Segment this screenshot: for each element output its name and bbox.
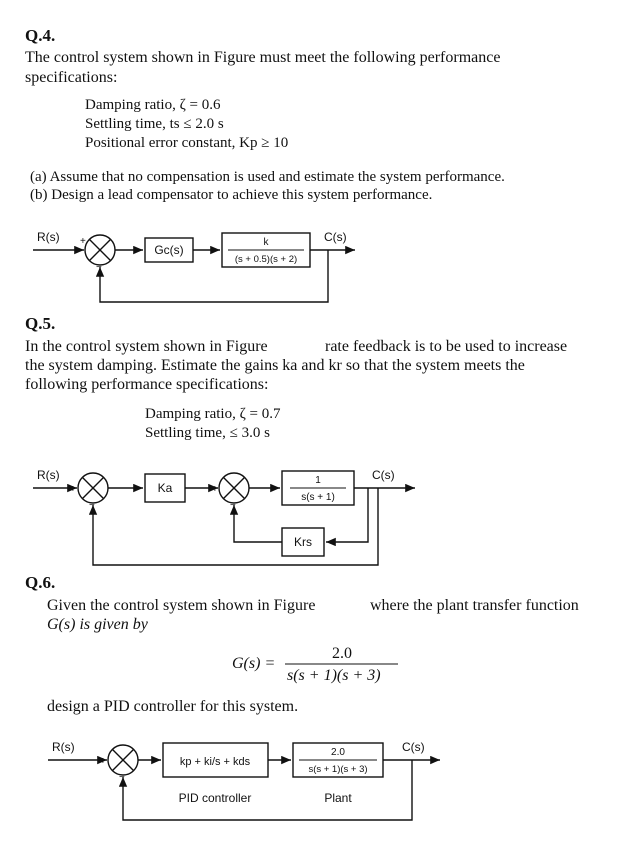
q4-part-a: (a) Assume that no compensation is used … [30, 169, 505, 185]
q5-gain-block [144, 473, 186, 503]
q4-minus-sign: − [96, 262, 102, 273]
q5-heading: Q.5. [25, 314, 56, 333]
q6-plant-caption: Plant [324, 791, 352, 805]
q6-minus-sign: − [119, 772, 125, 783]
q6-input-label: R(s) [52, 740, 75, 754]
q4-intro-line2: specifications: [25, 69, 118, 86]
q4-intro-line1: The control system shown in Figure must … [25, 49, 501, 66]
q6-pid-block [162, 742, 269, 778]
q5-block-diagram: R(s) + − Ka + − 1 s(s + 1) C(s) Krs [33, 468, 415, 566]
q6-plant-denominator: s(s + 1)(s + 3) [308, 764, 367, 775]
q5-rate-feedback-path [326, 488, 369, 547]
q5-minus-sign-2: − [230, 500, 236, 511]
q4-block-diagram: R(s) + − Gc(s) k (s + 0.5)(s + 2) C(s) [33, 230, 355, 303]
q4-compensator-label: Gc(s) [154, 243, 183, 257]
q5-line1-part2: rate feedback is to be used to increase [325, 338, 568, 355]
q6-line1-part1: Given the control system shown in Figure [47, 597, 316, 614]
q6-equation-lhs: G(s) = [232, 655, 276, 672]
q4-spec-damping: Damping ratio, ζ = 0.6 [85, 97, 221, 113]
q5-rate-label: Krs [294, 535, 312, 549]
q6-equation-denominator: s(s + 1)(s + 3) [287, 667, 381, 684]
q6-equation-numerator: 2.0 [332, 645, 352, 662]
q4-spec-error-constant: Positional error constant, Kp ≥ 10 [85, 135, 289, 151]
q5-plus-sign-1: + [70, 484, 76, 495]
q5-rate-block [281, 527, 325, 557]
q6-output-label: C(s) [402, 740, 425, 754]
q6-heading: Q.6. [25, 573, 56, 592]
q6-feedback-path [118, 760, 413, 821]
q4-part-b: (b) Design a lead compensator to achieve… [30, 187, 433, 203]
q5-unity-feedback-path [88, 488, 379, 566]
q5-line1-part1: In the control system shown in Figure [25, 338, 268, 355]
q4-plant-denominator: (s + 0.5)(s + 2) [235, 254, 297, 265]
q4-compensator-block [144, 237, 194, 263]
q5-minus-sign-1: − [89, 500, 95, 511]
q4-heading: Q.4. [25, 26, 56, 45]
q5-output-label: C(s) [372, 468, 395, 482]
q5-line3: following performance specifications: [25, 376, 269, 393]
q5-spec-damping: Damping ratio, ζ = 0.7 [145, 406, 281, 422]
q5-plant-denominator: s(s + 1) [301, 492, 335, 503]
q6-pid-caption: PID controller [179, 791, 252, 805]
q5-plant-numerator: 1 [315, 475, 321, 486]
q4-plant-numerator: k [264, 237, 270, 248]
q6-line3: design a PID controller for this system. [47, 698, 299, 715]
q4-input-label: R(s) [37, 230, 60, 244]
q6-plant-numerator: 2.0 [331, 747, 345, 758]
q4-feedback-path [95, 250, 329, 303]
q4-spec-settling: Settling time, ts ≤ 2.0 s [85, 116, 224, 132]
q5-plus-sign-2: + [212, 484, 218, 495]
q6-plus-sign: + [100, 756, 106, 767]
q6-line2: G(s) is given by [47, 616, 148, 633]
q6-block-diagram: R(s) + − kp + ki/s + kds PID controller … [48, 740, 440, 821]
q5-gain-label: Ka [158, 481, 173, 495]
q4-plus-sign: + [80, 236, 86, 247]
q6-pid-expression: kp + ki/s + kds [180, 756, 251, 768]
q5-line2: the system damping. Estimate the gains k… [25, 357, 525, 374]
q6-line1-part2: where the plant transfer function [370, 597, 579, 614]
q4-output-label: C(s) [324, 230, 347, 244]
q5-spec-settling: Settling time, ≤ 3.0 s [145, 425, 270, 441]
q5-input-label: R(s) [37, 468, 60, 482]
